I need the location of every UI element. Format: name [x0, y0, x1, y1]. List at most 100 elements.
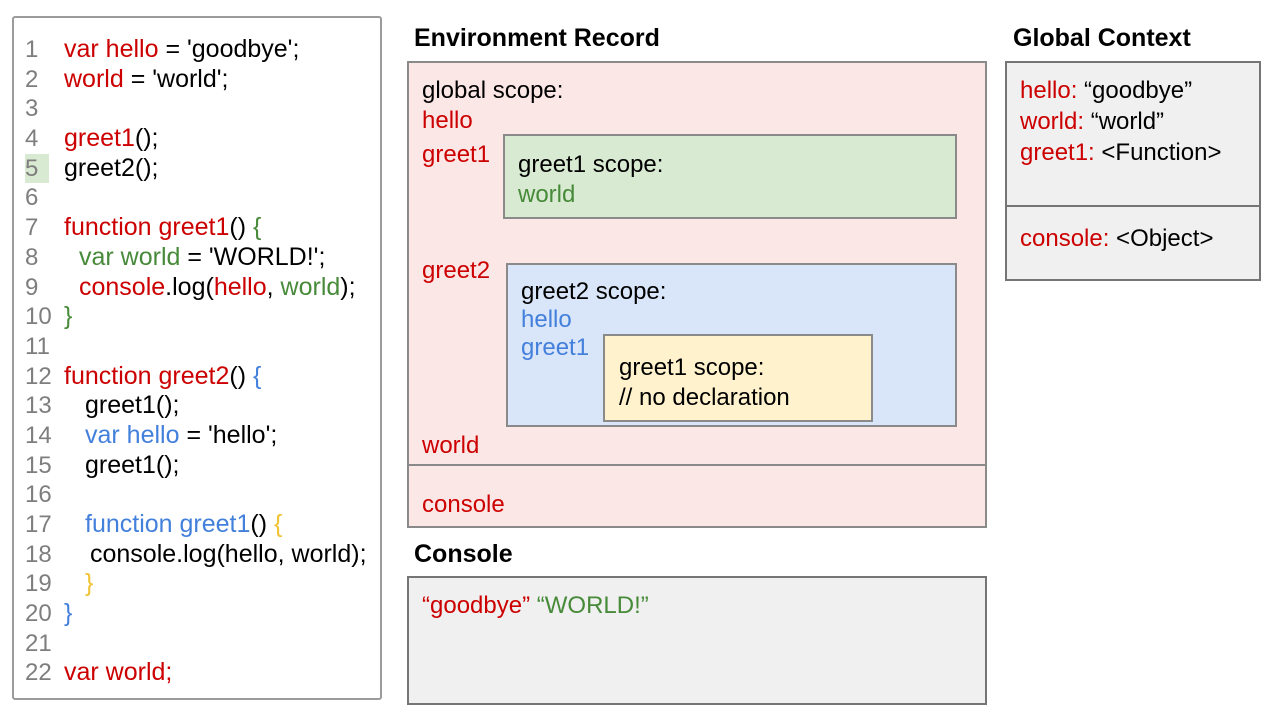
text-segment: console: — [1020, 225, 1110, 252]
global-context-variables-box: hello: “goodbye” world: “world” greet1: … — [1005, 61, 1261, 207]
line-number: 10 — [25, 303, 52, 331]
text-segment: world: — [1020, 108, 1085, 135]
console-output-line: “goodbye” “WORLD!” — [422, 591, 649, 621]
greet1-scope-var-world: world — [518, 181, 576, 208]
console-record-label: console — [422, 491, 505, 518]
code-line-11: 11 — [25, 332, 380, 362]
greet2-scope-box: greet2 scope: hello greet1 greet1 scope:… — [506, 263, 957, 427]
line-number: 22 — [25, 659, 52, 687]
nested-greet1-scope-box: greet1 scope: // no declaration — [603, 334, 873, 422]
code-text: function greet1() { — [85, 510, 282, 538]
text-segment: “WORLD!” — [536, 592, 649, 619]
code-token: console.log(hello, world); — [90, 539, 367, 568]
line-number: 17 — [25, 511, 52, 538]
text-segment: hello: — [1020, 77, 1078, 104]
code-line-21: 21 — [25, 629, 380, 659]
code-token: var hello — [85, 420, 180, 449]
code-line-13: 13 greet1(); — [25, 391, 380, 421]
global-context-row-greet1: greet1: <Function> — [1020, 138, 1221, 168]
global-scope-label: global scope: — [422, 77, 564, 104]
code-token: greet2(); — [64, 153, 159, 182]
line-number: 18 — [25, 540, 52, 568]
code-text: greet1(); — [85, 391, 179, 419]
line-number: 9 — [25, 273, 39, 301]
code-token: () — [250, 510, 275, 538]
code-text: console.log(hello, world); — [79, 273, 356, 301]
text-segment: “world” — [1084, 108, 1165, 135]
code-token: { — [253, 361, 262, 390]
code-line-12: 12 function greet2() { — [25, 362, 380, 392]
code-token: world — [280, 272, 341, 301]
text-segment: greet1: — [1020, 139, 1095, 166]
code-token: () — [229, 361, 254, 390]
line-number: 13 — [25, 392, 52, 420]
code-token: var world — [79, 242, 181, 271]
code-line-19: 19} — [25, 569, 380, 599]
code-token: var world; — [64, 658, 173, 687]
code-token: } — [64, 302, 73, 331]
greet1-scope-title: greet1 scope: — [518, 151, 664, 178]
greet2-scope-var-greet1: greet1 — [521, 334, 590, 361]
line-number: 8 — [25, 243, 39, 271]
code-token: { — [274, 510, 283, 538]
global-context-console-box: console: <Object> — [1005, 205, 1261, 281]
nested-greet1-scope-title: greet1 scope: — [619, 354, 765, 381]
code-line-14: 14 var hello = 'hello'; — [25, 421, 380, 451]
greet1-scope-box: greet1 scope: world — [503, 134, 957, 219]
code-token: greet1(); — [85, 391, 180, 420]
console-title: Console — [414, 540, 513, 568]
global-context-row-console: console: <Object> — [1020, 224, 1213, 254]
text-segment: “goodbye” — [1077, 77, 1193, 104]
code-text: } — [64, 302, 72, 330]
greet2-scope-title: greet2 scope: — [521, 278, 667, 305]
code-token: world — [64, 64, 124, 93]
code-token: hello — [213, 272, 267, 301]
line-number: 1 — [25, 36, 39, 63]
code-token: = 'hello'; — [179, 420, 278, 449]
code-token: , — [266, 272, 281, 301]
line-number: 11 — [25, 332, 50, 360]
code-line-18: 18 console.log(hello, world); — [25, 540, 380, 570]
text-segment: <Function> — [1094, 139, 1222, 166]
code-text: var hello = 'hello'; — [85, 421, 277, 449]
text-segment: “goodbye” — [422, 592, 531, 619]
code-token: console — [79, 272, 166, 301]
text-segment — [530, 592, 537, 619]
code-line-17: 17 function greet1() { — [25, 510, 380, 540]
code-token: { — [253, 213, 262, 242]
global-context-row-hello: hello: “goodbye” — [1020, 76, 1192, 106]
line-number: 7 — [25, 214, 39, 242]
code-token: function greet1 — [64, 213, 230, 242]
code-text: greet1(); — [85, 451, 179, 479]
environment-record-title: Environment Record — [414, 24, 660, 52]
code-token: = 'goodbye'; — [158, 35, 300, 63]
code-token: (); — [134, 124, 159, 153]
line-number: 15 — [25, 451, 52, 479]
code-token: var hello — [64, 35, 159, 63]
code-token: ); — [340, 272, 356, 301]
text-segment: <Object> — [1109, 225, 1214, 252]
global-scope-box: global scope: hello greet1 greet2 world … — [407, 61, 987, 466]
no-declaration-comment: // no declaration — [619, 384, 790, 411]
line-number: 20 — [25, 600, 52, 628]
code-token: .log( — [165, 272, 214, 301]
code-token: greet1(); — [85, 450, 180, 479]
code-text: function greet2() { — [64, 362, 261, 390]
line-number: 21 — [25, 629, 52, 657]
code-line-22: 22 var world; — [25, 658, 380, 688]
line-number-highlighted: 5 — [25, 153, 49, 184]
code-token: function greet1 — [85, 510, 251, 538]
line-number: 4 — [25, 125, 39, 153]
code-text: var world = 'WORLD!'; — [79, 243, 325, 271]
code-text: greet2(); — [64, 154, 158, 182]
code-line-9: 9 console.log(hello, world); — [25, 273, 380, 303]
code-token: = 'world'; — [123, 64, 229, 93]
var-world-label: world — [422, 432, 480, 459]
line-number: 19 — [25, 570, 52, 598]
line-number: 12 — [25, 362, 52, 390]
code-line-6: 6 — [25, 183, 380, 213]
line-number: 14 — [25, 421, 52, 449]
console-record-box: console — [407, 464, 987, 528]
